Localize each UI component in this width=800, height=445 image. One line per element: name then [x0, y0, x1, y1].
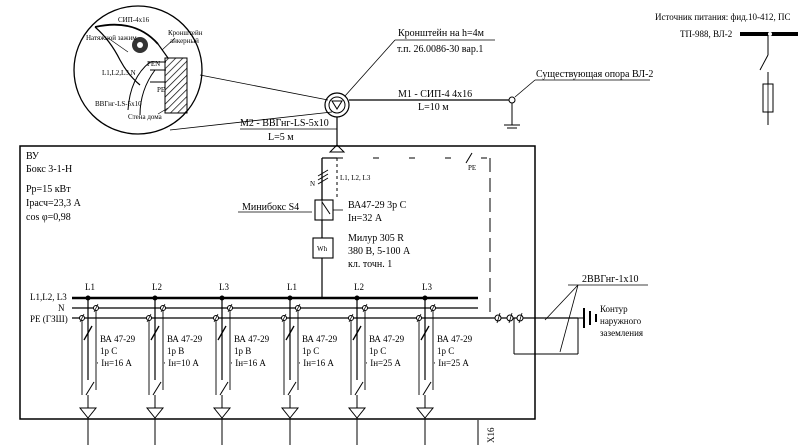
callout-bracket-label-b: анкерный	[170, 37, 199, 45]
branch-6: L3 ВА 47-29 1р С · Iн=25 А	[415, 282, 473, 445]
panel-name: ВУ	[26, 151, 40, 162]
line-m2-length: L=5 м	[268, 132, 294, 143]
bus-phases-label: L1,L2, L3	[30, 292, 67, 302]
exit-label: Х16	[486, 427, 496, 443]
callout-bracket-label-a: Кронштейн	[168, 29, 203, 37]
callout-detail	[73, 5, 203, 135]
branch-breaker-poles: 1р С	[100, 346, 117, 356]
ground-contour	[494, 284, 648, 355]
branch-output-arrow-icon	[145, 407, 165, 419]
ground-cable-label: 2ВВГнг-1х10	[582, 274, 639, 285]
ground-label-1: Контур	[600, 304, 628, 314]
branch-phase-label: L1	[85, 282, 95, 292]
entry-arrow-icon	[328, 144, 346, 153]
branch-breaker-model: ВА 47-29	[100, 334, 136, 344]
branch-breaker-rating: · Iн=25 А	[365, 358, 401, 368]
supply-source-label: Источник питания: фид.10-412, ПС	[655, 12, 791, 22]
branch-phase-label: L3	[422, 282, 432, 292]
branch-output-arrow-icon	[78, 407, 98, 419]
feeder-n-label: N	[310, 180, 315, 188]
callout-conductors-label: L1,L2,L3,N	[102, 69, 136, 77]
panel-ir: Iрасч=23,3 А	[26, 198, 82, 209]
main-breaker-rating: Iн=32 А	[348, 213, 383, 224]
panel-box: Бокс 3-1-Н	[26, 164, 72, 175]
branch-4: L1 ВА 47-29 1р С · Iн=16 А	[280, 282, 338, 445]
branch-breaker-rating: · Iн=25 А	[433, 358, 469, 368]
callout-leader	[199, 74, 329, 101]
branch-phase-label: L1	[287, 282, 297, 292]
panel-cos: cos φ=0,98	[26, 212, 71, 223]
branch-3: L3 ВА 47-29 1р В · Iн=16 А	[212, 282, 270, 445]
callout-pen-label: PEN	[147, 60, 160, 68]
callout-wall-label: Стена дома	[128, 113, 163, 121]
branch-1: L1 ВА 47-29 1р С · Iн=16 А	[78, 282, 136, 445]
main-breaker-model: ВА47-29 3р С	[348, 200, 407, 211]
branch-breaker-poles: 1р В	[167, 346, 184, 356]
minibox-label: Минибокс S4	[242, 202, 299, 213]
branch-breaker-rating: · Iн=16 А	[230, 358, 266, 368]
branch-phase-label: L2	[354, 282, 364, 292]
main-breaker-symbol	[314, 199, 334, 221]
branch-breaker-model: ВА 47-29	[302, 334, 338, 344]
bracket-note-line2: т.п. 26.0086-30 вар.1	[397, 44, 483, 55]
branch-output-arrow-icon	[415, 407, 435, 419]
meter-symbol-text: Wh	[317, 245, 328, 253]
panel-pr: Рр=15 кВт	[26, 184, 71, 195]
ground-label-3: заземления	[600, 328, 643, 338]
branch-output-arrow-icon	[212, 407, 232, 419]
callout-clamp-label: Натяжной зажим	[86, 34, 137, 42]
branch-5: L2 ВА 47-29 1р С · Iн=25 А	[347, 282, 405, 445]
callout-pe-label: PE	[157, 86, 165, 94]
branch-breaker-rating: · Iн=10 А	[163, 358, 199, 368]
callout-cable-label: ВВГнг-LS-5x10	[95, 100, 142, 108]
callout-leader-2	[169, 111, 333, 131]
branch-output-arrow-icon	[280, 407, 300, 419]
bracket-note-leader	[344, 39, 396, 97]
meter-spec: 380 В, 5-100 А	[348, 246, 411, 257]
line-m1-label: М1 - СИП-4 4х16	[398, 89, 472, 100]
line-m2-label: М2 - ВВГнг-LS-5х10	[240, 118, 329, 129]
feeder-phases-label: L1, L2, L3	[340, 174, 371, 182]
panel-enclosure	[19, 145, 536, 420]
branch-output-arrow-icon	[347, 407, 367, 419]
entry-bracket-symbol	[324, 92, 350, 118]
existing-pole-label: Существующая опора ВЛ-2	[536, 69, 653, 80]
branch-phase-label: L3	[219, 282, 229, 292]
branch-breaker-poles: 1р В	[234, 346, 251, 356]
branch-breaker-poles: 1р С	[369, 346, 386, 356]
branch-phase-label: L2	[152, 282, 162, 292]
branch-breaker-model: ВА 47-29	[369, 334, 405, 344]
branch-breaker-model: ВА 47-29	[437, 334, 473, 344]
branch-breaker-poles: 1р С	[437, 346, 454, 356]
bracket-note-line1: Кронштейн на h=4м	[398, 28, 485, 39]
supply-tp-label: ТП-988, ВЛ-2	[680, 29, 732, 39]
ground-label-2: наружного	[600, 316, 642, 326]
bus-n-label: N	[58, 303, 65, 313]
branch-breaker-model: ВА 47-29	[167, 334, 203, 344]
branch-breaker-rating: · Iн=16 А	[96, 358, 132, 368]
pe-tag: PE	[468, 164, 476, 172]
bus-pe-label: PE (ГЗШ)	[30, 314, 68, 324]
supply-switch-icon	[759, 54, 769, 71]
branch-breaker-model: ВА 47-29	[234, 334, 270, 344]
callout-sip-label: СИП-4x16	[118, 16, 150, 24]
meter-model: Милур 305 R	[348, 233, 404, 244]
branch-breaker-poles: 1р С	[302, 346, 319, 356]
existing-pole-symbol	[508, 96, 516, 104]
meter-class: кл. точн. 1	[348, 259, 392, 270]
branch-circuits: L1 ВА 47-29 1р С · Iн=16 А L2 ВА 47-29 1р В · I…	[78, 282, 473, 445]
meter-symbol	[312, 237, 334, 259]
line-m1-length: L=10 м	[418, 102, 449, 113]
branch-breaker-rating: · Iн=16 А	[298, 358, 334, 368]
branch-2: L2 ВА 47-29 1р В · Iн=10 А	[145, 282, 203, 445]
